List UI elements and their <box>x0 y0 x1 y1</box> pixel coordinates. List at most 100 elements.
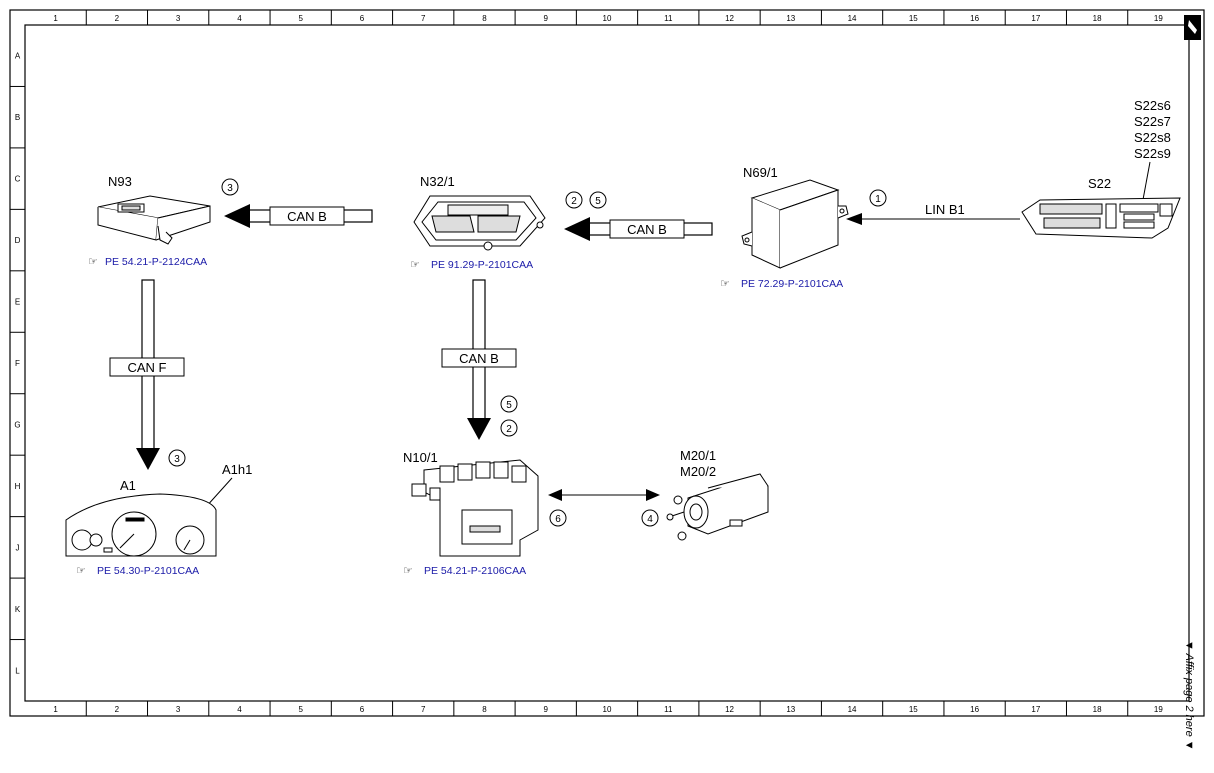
affix-page-note: ▼ Affix page 2 here ▼ <box>1183 640 1195 751</box>
grid-column-label: 5 <box>298 705 303 714</box>
grid-column-label: 12 <box>725 14 734 23</box>
m20-2-label: M20/2 <box>680 464 716 479</box>
grid-column-label: 9 <box>544 14 549 23</box>
svg-text:3: 3 <box>227 183 233 194</box>
a1h1-label: A1h1 <box>222 462 252 477</box>
step-badge-5: 5 <box>500 395 518 413</box>
step-badge-4: 4 <box>641 509 659 527</box>
grid-column-label: 7 <box>421 705 426 714</box>
grid-column-label: 17 <box>1031 705 1040 714</box>
svg-text:6: 6 <box>555 514 561 525</box>
s22s6-label: S22s6 <box>1134 98 1171 113</box>
grid-row-label: F <box>15 359 20 368</box>
m20-motor-image <box>666 473 769 541</box>
grid-column-label: 18 <box>1093 705 1102 714</box>
grid-column-label: 8 <box>482 14 487 23</box>
grid-row-label: A <box>15 52 21 61</box>
svg-text:PE 72.29-P-2101CAA: PE 72.29-P-2101CAA <box>741 278 843 290</box>
grid-column-label: 4 <box>237 705 242 714</box>
n10-1-module-image <box>411 459 539 557</box>
grid-row-label: L <box>15 666 20 675</box>
svg-text:PE 54.21-P-2124CAA: PE 54.21-P-2124CAA <box>105 256 207 268</box>
grid-row-label: J <box>16 543 20 552</box>
svg-text:2: 2 <box>506 424 512 435</box>
grid-column-label: 11 <box>664 705 673 714</box>
can-f-bus-label: CAN F <box>128 360 167 375</box>
grid-column-label: 1 <box>53 14 58 23</box>
a1-label: A1 <box>120 478 136 493</box>
n69-1-label: N69/1 <box>743 165 778 180</box>
pointing-hand-icon: ☞ <box>720 278 730 290</box>
s22-label: S22 <box>1088 176 1111 191</box>
s22-switch-panel-image <box>1021 197 1181 239</box>
svg-text:5: 5 <box>595 196 601 207</box>
grid-column-label: 18 <box>1093 14 1102 23</box>
s22s7-label: S22s7 <box>1134 114 1171 129</box>
step-badge-1: 1 <box>869 189 887 207</box>
a1-ref-link[interactable]: ☞ PE 54.30-P-2101CAA <box>76 565 199 577</box>
grid-row-label: G <box>14 420 20 429</box>
step-badge-2: 2 <box>500 419 518 437</box>
grid-column-label: 10 <box>603 705 612 714</box>
grid-column-label: 16 <box>970 705 979 714</box>
grid-column-label: 19 <box>1154 705 1163 714</box>
s22s9-label: S22s9 <box>1134 146 1171 161</box>
n32-1-ref-link[interactable]: ☞ PE 91.29-P-2101CAA <box>410 259 533 271</box>
grid-column-label: 14 <box>848 705 857 714</box>
grid-column-label: 9 <box>544 705 549 714</box>
grid-column-label: 4 <box>237 14 242 23</box>
bidirectional-arrow <box>548 489 660 501</box>
can-b-bus-arrow-mid: CAN B <box>564 217 713 241</box>
grid-column-label: 6 <box>360 705 365 714</box>
grid-column-label: 5 <box>298 14 303 23</box>
grid-row-label: H <box>15 482 21 491</box>
step-badge-2: 2 <box>565 191 583 209</box>
step-badge-5: 5 <box>589 191 607 209</box>
svg-text:PE 91.29-P-2101CAA: PE 91.29-P-2101CAA <box>431 259 533 271</box>
step-badge-3: 3 <box>221 178 239 196</box>
n10-1-label: N10/1 <box>403 450 438 465</box>
can-b-bus-arrow-left: CAN B <box>224 204 373 228</box>
diagram-inner-frame <box>24 24 1190 702</box>
grid-column-label: 2 <box>115 14 120 23</box>
grid-column-label: 10 <box>603 14 612 23</box>
pointing-hand-icon: ☞ <box>88 256 98 268</box>
grid-column-label: 6 <box>360 14 365 23</box>
can-b-bus-arrow-down: CAN B <box>441 279 517 440</box>
lin-b1-label: LIN B1 <box>925 202 965 217</box>
grid-row-label: B <box>15 113 20 122</box>
grid-row-label: C <box>15 175 21 184</box>
grid-column-label: 7 <box>421 14 426 23</box>
step-badge-3: 3 <box>168 449 186 467</box>
n69-1-module-image <box>741 179 849 269</box>
grid-column-label: 15 <box>909 705 918 714</box>
step-badge-6: 6 <box>549 509 567 527</box>
grid-column-label: 2 <box>115 705 120 714</box>
grid-column-label: 3 <box>176 705 181 714</box>
can-f-bus-arrow-down: CAN F <box>109 279 185 470</box>
can-b-bus-label: CAN B <box>287 209 327 224</box>
grid-column-label: 8 <box>482 705 487 714</box>
grid-column-label: 14 <box>848 14 857 23</box>
n69-1-ref-link[interactable]: ☞ PE 72.29-P-2101CAA <box>720 278 843 290</box>
grid-column-label: 12 <box>725 705 734 714</box>
s22s8-label: S22s8 <box>1134 130 1171 145</box>
n32-1-module-image <box>413 195 546 251</box>
n93-ref-link[interactable]: ☞ PE 54.21-P-2124CAA <box>88 256 207 268</box>
pen-icon[interactable] <box>1184 15 1201 40</box>
n10-1-ref-link[interactable]: ☞ PE 54.21-P-2106CAA <box>403 565 526 577</box>
grid-column-label: 15 <box>909 14 918 23</box>
s22-leader-line <box>1141 161 1151 206</box>
n32-1-label: N32/1 <box>420 174 455 189</box>
pointing-hand-icon: ☞ <box>403 565 413 577</box>
lin-b1-bus-arrow: LIN B1 <box>846 202 1020 225</box>
a1-instrument-cluster-image <box>65 493 217 557</box>
n93-module-image <box>97 195 211 245</box>
pointing-hand-icon: ☞ <box>76 565 86 577</box>
can-b-bus-label: CAN B <box>627 222 667 237</box>
grid-row-label: K <box>15 605 21 614</box>
svg-text:PE 54.30-P-2101CAA: PE 54.30-P-2101CAA <box>97 565 199 577</box>
